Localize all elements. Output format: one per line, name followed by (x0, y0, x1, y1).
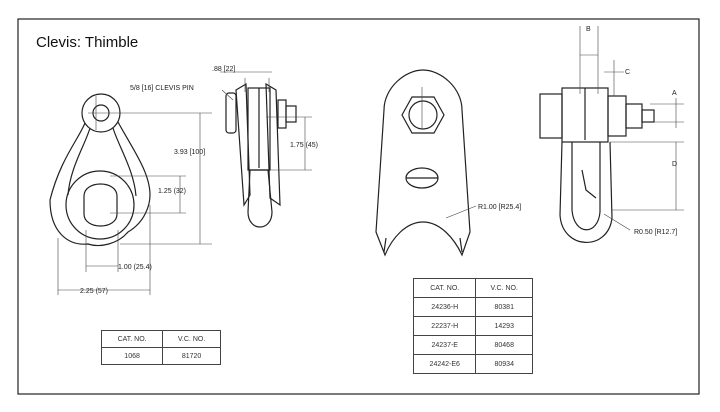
table-header-vc-no: V.C. NO. (475, 278, 533, 298)
table-row: 24242-E6 80934 (412, 354, 533, 374)
dim-radius-side: R0.50 [R12.7] (634, 229, 677, 236)
table-cell: 80381 (475, 297, 533, 317)
dim-eye-height: 1.25 (32) (158, 188, 186, 195)
catalog-table-left: CAT. NO. V.C. NO. 1068 81720 (100, 330, 221, 365)
dim-slot-depth: 1.75 (45) (290, 142, 318, 149)
side-view-dims (220, 71, 312, 171)
drawing-title: Clevis: Thimble (36, 34, 139, 51)
thimble-side-cotter (641, 109, 655, 123)
dim-label-d: D (672, 161, 677, 168)
table-cell: 80468 (475, 335, 533, 355)
table-header-cat-no: CAT. NO. (412, 278, 477, 298)
table-cell: 14293 (475, 316, 533, 336)
dim-pin-label: 5/8 [16] CLEVIS PIN (130, 85, 194, 92)
front-inner-outline (67, 127, 137, 197)
dim-label-a: A (672, 90, 677, 97)
dim-label-c: C (625, 69, 630, 76)
thimble-front-view (375, 69, 471, 257)
table-cell: 1068 (100, 347, 164, 365)
thimble-side-loop-outer (559, 141, 613, 243)
table-header-row: CAT. NO. V.C. NO. (100, 330, 221, 348)
table-cell: 24236-H (412, 297, 477, 317)
catalog-table-right: CAT. NO. V.C. NO. 24236-H 80381 22237-H … (412, 278, 533, 374)
sheet-border (17, 18, 700, 395)
table-row: 1068 81720 (100, 347, 221, 365)
bottom-eye-outer (65, 170, 135, 240)
dim-radius-bottom: R1.00 [R25.4] (478, 204, 521, 211)
table-row: 22237-H 14293 (412, 316, 533, 336)
side-nut (277, 99, 287, 129)
hex-nut-washer (408, 100, 438, 130)
thimble-side-nut (607, 95, 627, 137)
bottom-eye-slot (83, 183, 118, 227)
table-header-vc-no: V.C. NO. (162, 330, 221, 348)
dim-height-overall: 3.93 [100] (174, 149, 205, 156)
dim-overall-width: 2.25 (57) (80, 288, 108, 295)
dim-label-b: B (586, 26, 591, 33)
side-left-jaw (235, 82, 251, 207)
side-cotter (285, 105, 297, 123)
table-cell: 80934 (475, 354, 533, 374)
table-row: 24237-E 80468 (412, 335, 533, 355)
side-pin-head (225, 92, 237, 134)
thimble-front-dims (421, 87, 477, 219)
dim-width-top: .88 [22] (212, 66, 235, 73)
table-cell: 81720 (162, 347, 221, 365)
table-cell: 24242-E6 (412, 354, 477, 374)
table-row: 24236-H 80381 (412, 297, 533, 317)
thimble-side-view (539, 87, 655, 243)
front-view-dims (57, 96, 212, 295)
side-view (225, 82, 297, 228)
front-body-outline (49, 121, 151, 247)
front-view (49, 93, 151, 247)
hex-nut (401, 96, 445, 134)
table-cell: 22237-H (412, 316, 477, 336)
side-right-jaw (265, 82, 281, 207)
side-tongue (247, 169, 273, 228)
thimble-body-outline (375, 69, 471, 257)
thimble-side-loop-inner (571, 142, 601, 231)
table-header-cat-no: CAT. NO. (100, 330, 164, 348)
table-header-row: CAT. NO. V.C. NO. (412, 278, 533, 298)
thimble-side-shank (625, 103, 643, 129)
thimble-side-bolt-head (539, 93, 563, 139)
thimble-side-dims (579, 26, 684, 231)
table-cell: 24237-E (412, 335, 477, 355)
dim-eye-width: 1.00 (25.4) (118, 264, 152, 271)
